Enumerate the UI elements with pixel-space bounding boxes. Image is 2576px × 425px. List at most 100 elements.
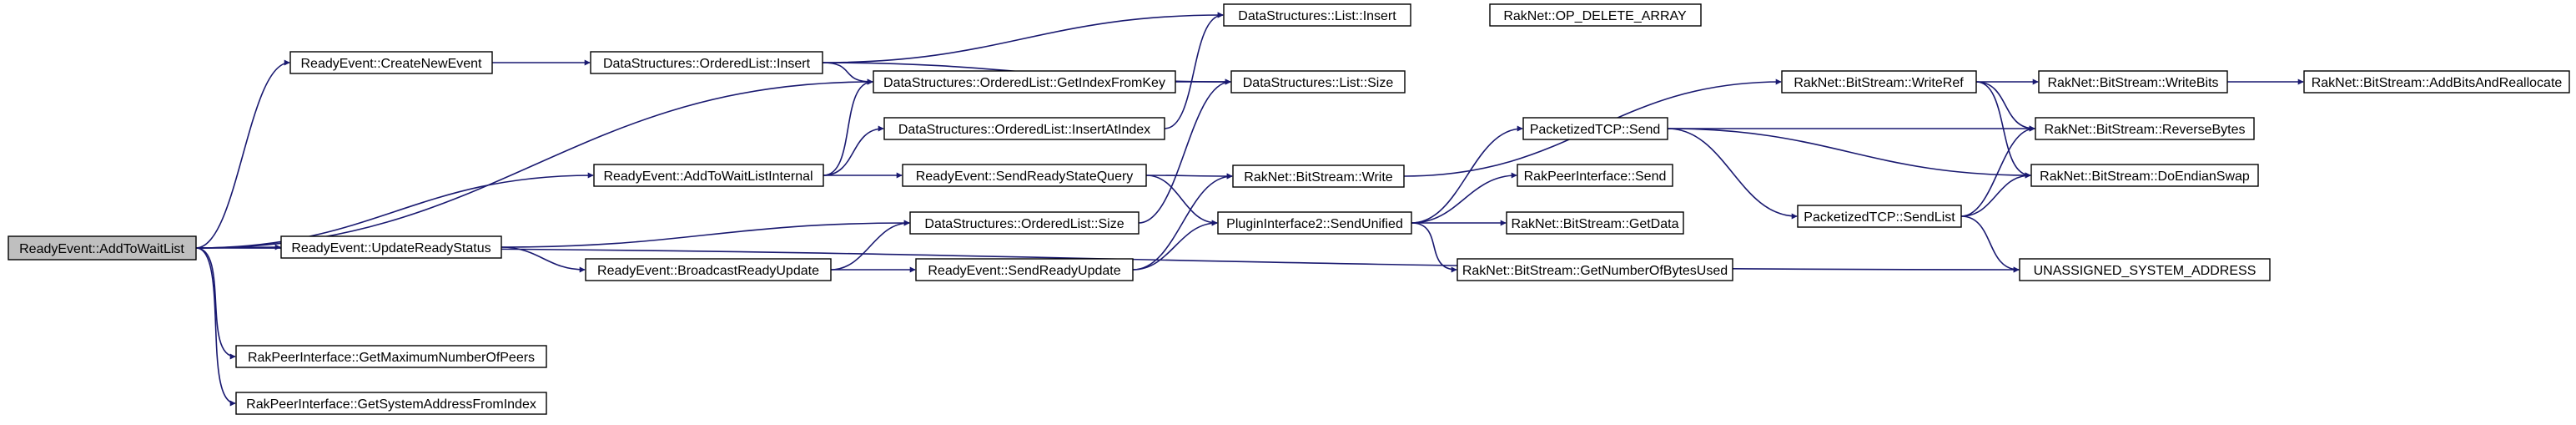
node-box: [235, 345, 547, 368]
edge-olinsertat-to-listinsert: [1164, 12, 1224, 129]
node-label: RakNet::BitStream::GetNumberOfBytesUsed: [1462, 264, 1728, 278]
node-list-size[interactable]: DataStructures::List::Size: [1230, 70, 1406, 94]
node-label: RakNet::BitStream::DoEndianSwap: [2040, 169, 2250, 184]
node-get-maximum-number-of-peers[interactable]: RakPeerInterface::GetMaximumNumberOfPeer…: [235, 345, 547, 368]
edge-olinsert-to-listinsert: [822, 12, 1224, 63]
node-ordered-list-get-index-from-key[interactable]: DataStructures::OrderedList::GetIndexFro…: [873, 70, 1176, 94]
node-label: RakNet::BitStream::Write: [1244, 170, 1393, 185]
edge-addtowaitint-to-olgetindex: [823, 78, 873, 176]
node-box: [593, 164, 824, 187]
node-broadcast-ready-update[interactable]: ReadyEvent::BroadcastReadyUpdate: [585, 258, 832, 281]
node-box: [590, 51, 823, 74]
node-update-ready-status[interactable]: ReadyEvent::UpdateReadyStatus: [280, 235, 502, 259]
node-box: [1506, 211, 1684, 235]
node-box: [1781, 70, 1977, 94]
node-box: [1522, 117, 1668, 140]
node-layer: ReadyEvent::AddToWaitList ReadyEvent::Cr…: [8, 3, 2570, 415]
node-label: DataStructures::List::Insert: [1238, 9, 1396, 23]
node-box: [1489, 3, 1702, 27]
node-ordered-list-insert-at-index[interactable]: DataStructures::OrderedList::InsertAtInd…: [883, 117, 1165, 140]
node-label: ReadyEvent::UpdateReadyStatus: [291, 241, 491, 256]
node-label: RakPeerInterface::GetSystemAddressFromIn…: [246, 397, 536, 412]
node-label: RakNet::BitStream::WriteBits: [2047, 76, 2218, 90]
node-unassigned-system-address[interactable]: UNASSIGNED_SYSTEM_ADDRESS: [2019, 258, 2271, 281]
edge-sendunified-to-getbytes: [1411, 222, 1457, 273]
edge-updateready-to-broadcast: [501, 246, 586, 273]
edge-root-to-getsysaddr: [195, 247, 236, 407]
edge-root-to-addtowaitint: [195, 172, 594, 249]
edge-sendunified-to-rpisend: [1411, 172, 1517, 224]
node-label: DataStructures::OrderedList::Insert: [603, 57, 811, 71]
node-list-insert[interactable]: DataStructures::List::Insert: [1223, 3, 1411, 27]
node-label: RakNet::BitStream::AddBitsAndReallocate: [2312, 76, 2563, 90]
node-bitstream-write[interactable]: RakNet::BitStream::Write: [1232, 164, 1405, 188]
node-add-to-wait-list-internal[interactable]: ReadyEvent::AddToWaitListInternal: [593, 164, 824, 187]
node-box: [235, 392, 547, 415]
node-label: ReadyEvent::SendReadyUpdate: [928, 264, 1120, 278]
node-label: ReadyEvent::AddToWaitListInternal: [603, 169, 813, 184]
node-send-ready-state-query[interactable]: ReadyEvent::SendReadyStateQuery: [902, 164, 1147, 187]
edge-updateready-to-olsize: [501, 220, 910, 248]
edge-sendunified-to-ptcpsend: [1411, 125, 1523, 224]
node-label: ReadyEvent::AddToWaitList: [19, 242, 184, 256]
node-bitstream-get-number-of-bytes-used[interactable]: RakNet::BitStream::GetNumberOfBytesUsed: [1457, 258, 1733, 281]
edge-ptcpsend-to-ptcpsendlist: [1667, 128, 1798, 220]
node-packetized-tcp-send-list[interactable]: PacketizedTCP::SendList: [1797, 205, 1962, 228]
edge-broadcast-to-olsize: [830, 220, 910, 271]
node-box: [2035, 117, 2255, 140]
node-label: RakNet::OP_DELETE_ARRAY: [1503, 9, 1687, 23]
node-box: [1217, 211, 1412, 235]
node-ordered-list-size[interactable]: DataStructures::OrderedList::Size: [909, 211, 1140, 235]
node-label: ReadyEvent::SendReadyStateQuery: [916, 169, 1134, 184]
node-label: RakNet::BitStream::ReverseBytes: [2045, 123, 2246, 137]
node-packetized-tcp-send[interactable]: PacketizedTCP::Send: [1522, 117, 1668, 140]
node-label: DataStructures::List::Size: [1243, 76, 1394, 90]
edge-olsize-to-listsize: [1138, 78, 1231, 224]
node-bitstream-do-endian-swap[interactable]: RakNet::BitStream::DoEndianSwap: [2030, 164, 2259, 187]
node-box: [2038, 70, 2228, 94]
node-label: RakNet::BitStream::GetData: [1512, 217, 1679, 231]
node-label: DataStructures::OrderedList::InsertAtInd…: [898, 123, 1150, 137]
node-send-ready-update[interactable]: ReadyEvent::SendReadyUpdate: [915, 258, 1134, 281]
node-label: RakNet::BitStream::WriteRef: [1794, 76, 1964, 90]
node-box: [915, 258, 1134, 281]
node-label: PluginInterface2::SendUnified: [1226, 217, 1403, 231]
edge-sendreadyupdate-to-sendunified: [1132, 220, 1218, 271]
node-box: [585, 258, 832, 281]
node-box: [2030, 164, 2259, 187]
node-box: [902, 164, 1147, 187]
edge-ptcpsend-to-endianswap: [1667, 128, 2031, 179]
node-create-new-event[interactable]: ReadyEvent::CreateNewEvent: [289, 51, 493, 74]
node-bitstream-get-data[interactable]: RakNet::BitStream::GetData: [1506, 211, 1684, 235]
node-label: DataStructures::OrderedList::Size: [924, 217, 1124, 231]
node-bitstream-write-bits[interactable]: RakNet::BitStream::WriteBits: [2038, 70, 2228, 94]
node-box: [1223, 3, 1411, 27]
edge-sendquery-to-bswrite: [1145, 173, 1233, 180]
edge-writeref-to-endianswap: [1975, 81, 2031, 179]
node-root-function[interactable]: ReadyEvent::AddToWaitList: [8, 235, 197, 261]
node-box: [280, 235, 502, 259]
node-box: [2303, 70, 2570, 94]
edge-ptcpsendlist-to-unassigned: [1960, 215, 2020, 273]
edge-sendquery-to-sendunified: [1145, 175, 1218, 226]
node-bitstream-reverse-bytes[interactable]: RakNet::BitStream::ReverseBytes: [2035, 117, 2255, 140]
edge-ptcpsendlist-to-reversebytes: [1960, 125, 2035, 217]
node-bitstream-write-ref[interactable]: RakNet::BitStream::WriteRef: [1781, 70, 1977, 94]
node-bitstream-add-bits-and-reallocate[interactable]: RakNet::BitStream::AddBitsAndReallocate: [2303, 70, 2570, 94]
edge-root-to-getmaxpeers: [195, 247, 236, 360]
edge-writeref-to-reversebytes: [1975, 81, 2035, 132]
node-box: [8, 235, 197, 261]
node-box: [2019, 258, 2271, 281]
node-get-system-address-from-index[interactable]: RakPeerInterface::GetSystemAddressFromIn…: [235, 392, 547, 415]
node-label: PacketizedTCP::SendList: [1804, 210, 1955, 225]
node-op-delete-array[interactable]: RakNet::OP_DELETE_ARRAY: [1489, 3, 1702, 27]
node-rak-peer-interface-send[interactable]: RakPeerInterface::Send: [1517, 164, 1673, 187]
node-box: [1230, 70, 1406, 94]
node-label: RakPeerInterface::GetMaximumNumberOfPeer…: [248, 351, 535, 365]
edge-ptcpsendlist-to-endianswap: [1960, 172, 2031, 217]
node-label: RakPeerInterface::Send: [1524, 169, 1667, 184]
node-ordered-list-insert[interactable]: DataStructures::OrderedList::Insert: [590, 51, 823, 74]
node-label: ReadyEvent::BroadcastReadyUpdate: [597, 264, 819, 278]
node-plugin-interface-send-unified[interactable]: PluginInterface2::SendUnified: [1217, 211, 1412, 235]
